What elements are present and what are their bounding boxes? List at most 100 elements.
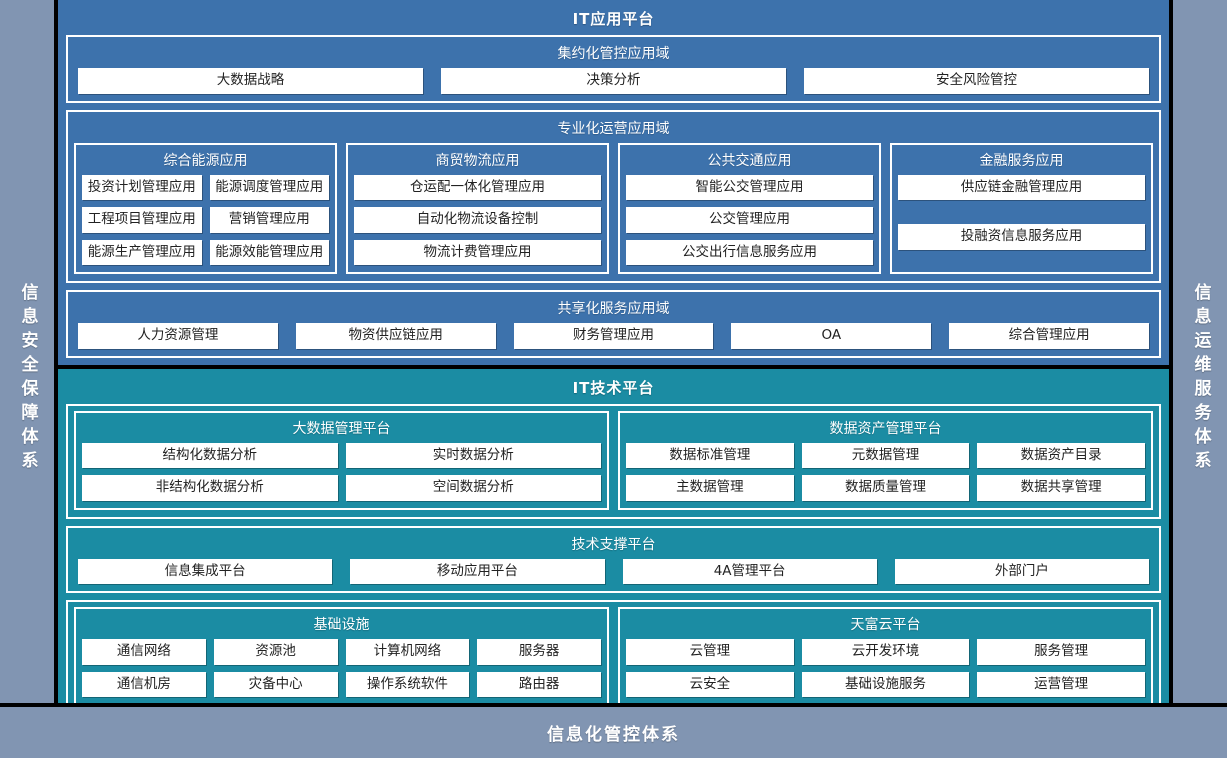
domain-panel-技术支撑平台: 技术支撑平台信息集成平台移动应用平台 4A管理平台外部门户 — [66, 525, 1161, 594]
group-商贸物流应用: 商贸物流应用仓运配一体化管理应用自动化物流设备控制物流计费管理应用 — [346, 142, 609, 275]
item-智能公交管理应用[interactable]: 智能公交管理应用 — [626, 174, 873, 201]
item-空间数据分析[interactable]: 空间数据分析 — [345, 475, 601, 501]
layer-it-technology-platform: IT技术平台 大数据管理平台结构化数据分析实时数据分析非结构化数据分析空间数据分… — [58, 364, 1169, 723]
group-row: 供应链金融管理应用 — [898, 174, 1145, 201]
group-row: 公交管理应用 — [626, 207, 873, 233]
group-row: 数据标准管理元数据管理数据资产目录 — [626, 442, 1146, 469]
group-row: 智能公交管理应用 — [626, 174, 873, 201]
domain-items: 人力资源管理物资供应链应用财务管理应用 OA 综合管理应用 — [74, 323, 1153, 349]
item-数据标准管理[interactable]: 数据标准管理 — [626, 442, 794, 469]
group-row: 投融资信息服务应用 — [898, 224, 1145, 250]
domain-title: 专业化运营应用域 — [557, 120, 670, 137]
group-row: 仓运配一体化管理应用 — [354, 174, 601, 201]
group-row: 投资计划管理应用能源调度管理应用 — [82, 174, 329, 201]
item-综合管理应用[interactable]: 综合管理应用 — [949, 323, 1149, 349]
domain-groups: 大数据管理平台结构化数据分析实时数据分析非结构化数据分析空间数据分析数据资产管理… — [74, 410, 1153, 510]
domain-panel-专业化运营应用域: 专业化运营应用域综合能源应用投资计划管理应用能源调度管理应用工程项目管理应用营销… — [66, 109, 1161, 284]
group-rows: 供应链金融管理应用投融资信息服务应用 — [898, 174, 1145, 250]
item-供应链金融管理应用[interactable]: 供应链金融管理应用 — [898, 174, 1145, 201]
left-rail-information-security: 信息安全保障体系 — [0, 0, 58, 758]
item-基础设施服务[interactable]: 基础设施服务 — [801, 671, 970, 698]
technology-layer-title: IT技术平台 — [572, 378, 655, 397]
item-服务器[interactable]: 服务器 — [477, 639, 601, 665]
item-仓运配一体化管理应用[interactable]: 仓运配一体化管理应用 — [354, 174, 601, 201]
domain-panel: 大数据管理平台结构化数据分析实时数据分析非结构化数据分析空间数据分析数据资产管理… — [66, 403, 1161, 519]
group-基础设施: 基础设施通信网络资源池计算机网络服务器通信机房灾备中心操作系统软件路由器 — [74, 607, 609, 707]
item-路由器[interactable]: 路由器 — [477, 671, 601, 698]
bottom-bar-label: 信息化管控体系 — [547, 725, 680, 745]
application-domains: 集约化管控应用域大数据战略决策分析安全风险管控专业化运营应用域综合能源应用投资计… — [58, 35, 1169, 358]
group-row: 结构化数据分析实时数据分析 — [82, 442, 601, 469]
item-4A管理平台[interactable]: 4A管理平台 — [622, 558, 877, 585]
group-综合能源应用: 综合能源应用投资计划管理应用能源调度管理应用工程项目管理应用营销管理应用能源生产… — [74, 142, 337, 275]
item-物资供应链应用[interactable]: 物资供应链应用 — [295, 323, 496, 349]
item-外部门户[interactable]: 外部门户 — [894, 558, 1149, 585]
group-row: 主数据管理数据质量管理数据共享管理 — [626, 475, 1146, 501]
group-rows: 仓运配一体化管理应用自动化物流设备控制物流计费管理应用 — [354, 174, 601, 266]
group-title: 综合能源应用 — [163, 152, 248, 169]
item-营销管理应用[interactable]: 营销管理应用 — [209, 207, 329, 233]
item-移动应用平台[interactable]: 移动应用平台 — [350, 558, 605, 585]
item-实时数据分析[interactable]: 实时数据分析 — [345, 442, 601, 469]
group-row: 工程项目管理应用营销管理应用 — [82, 207, 329, 233]
item-投资计划管理应用[interactable]: 投资计划管理应用 — [82, 174, 202, 201]
group-row: 云安全基础设施服务运营管理 — [626, 671, 1146, 698]
item-结构化数据分析[interactable]: 结构化数据分析 — [82, 442, 338, 469]
spacer — [898, 207, 1145, 217]
item-通信机房[interactable]: 通信机房 — [82, 671, 206, 698]
item-人力资源管理[interactable]: 人力资源管理 — [78, 323, 278, 349]
layer-it-application-platform: IT应用平台 集约化管控应用域大数据战略决策分析安全风险管控专业化运营应用域综合… — [58, 0, 1169, 365]
item-财务管理应用[interactable]: 财务管理应用 — [513, 323, 714, 349]
domain-groups: 综合能源应用投资计划管理应用能源调度管理应用工程项目管理应用营销管理应用能源生产… — [74, 142, 1153, 275]
item-OA[interactable]: OA — [731, 323, 932, 349]
item-工程项目管理应用[interactable]: 工程项目管理应用 — [82, 207, 202, 233]
right-rail-label: 信息运维服务体系 — [1190, 283, 1211, 475]
item-自动化物流设备控制[interactable]: 自动化物流设备控制 — [354, 207, 601, 233]
item-运营管理[interactable]: 运营管理 — [977, 671, 1146, 698]
item-大数据战略[interactable]: 大数据战略 — [78, 68, 423, 94]
item-灾备中心[interactable]: 灾备中心 — [213, 671, 338, 698]
item-能源效能管理应用[interactable]: 能源效能管理应用 — [209, 239, 329, 266]
domain-title: 集约化管控应用域 — [557, 46, 670, 62]
group-title: 商贸物流应用 — [435, 152, 520, 169]
item-非结构化数据分析[interactable]: 非结构化数据分析 — [82, 475, 338, 501]
item-云安全[interactable]: 云安全 — [626, 671, 794, 698]
item-服务管理[interactable]: 服务管理 — [977, 639, 1146, 665]
domain-items: 信息集成平台移动应用平台 4A管理平台外部门户 — [74, 558, 1153, 585]
item-计算机网络[interactable]: 计算机网络 — [345, 639, 470, 665]
group-rows: 云管理云开发环境服务管理云安全基础设施服务运营管理 — [626, 639, 1146, 698]
item-信息集成平台[interactable]: 信息集成平台 — [78, 558, 333, 585]
item-云开发环境[interactable]: 云开发环境 — [801, 639, 970, 665]
group-row: 公交出行信息服务应用 — [626, 239, 873, 266]
left-rail-label: 信息安全保障体系 — [17, 283, 38, 475]
item-元数据管理[interactable]: 元数据管理 — [801, 442, 970, 469]
group-row: 通信网络资源池计算机网络服务器 — [82, 639, 601, 665]
group-row: 物流计费管理应用 — [354, 239, 601, 266]
item-操作系统软件[interactable]: 操作系统软件 — [345, 671, 470, 698]
item-物流计费管理应用[interactable]: 物流计费管理应用 — [354, 239, 601, 266]
item-投融资信息服务应用[interactable]: 投融资信息服务应用 — [898, 224, 1145, 250]
item-资源池[interactable]: 资源池 — [213, 639, 338, 665]
item-能源调度管理应用[interactable]: 能源调度管理应用 — [209, 174, 329, 201]
item-数据共享管理[interactable]: 数据共享管理 — [977, 475, 1146, 501]
item-决策分析[interactable]: 决策分析 — [441, 68, 786, 94]
item-通信网络[interactable]: 通信网络 — [82, 639, 206, 665]
item-云管理[interactable]: 云管理 — [626, 639, 794, 665]
item-公交管理应用[interactable]: 公交管理应用 — [626, 207, 873, 233]
group-金融服务应用: 金融服务应用供应链金融管理应用投融资信息服务应用 — [890, 142, 1153, 275]
group-title: 金融服务应用 — [979, 152, 1064, 169]
item-数据资产目录[interactable]: 数据资产目录 — [977, 442, 1146, 469]
group-title: 大数据管理平台 — [292, 420, 391, 437]
domain-title: 技术支撑平台 — [571, 536, 656, 553]
item-主数据管理[interactable]: 主数据管理 — [626, 475, 794, 501]
group-rows: 投资计划管理应用能源调度管理应用工程项目管理应用营销管理应用能源生产管理应用能源… — [82, 174, 329, 266]
item-公交出行信息服务应用[interactable]: 公交出行信息服务应用 — [626, 239, 873, 266]
item-能源生产管理应用[interactable]: 能源生产管理应用 — [82, 239, 202, 266]
group-rows: 通信网络资源池计算机网络服务器通信机房灾备中心操作系统软件路由器 — [82, 639, 601, 698]
item-安全风险管控[interactable]: 安全风险管控 — [804, 68, 1149, 94]
group-数据资产管理平台: 数据资产管理平台数据标准管理元数据管理数据资产目录主数据管理数据质量管理数据共享… — [618, 410, 1153, 510]
group-row: 云管理云开发环境服务管理 — [626, 639, 1146, 665]
group-rows: 数据标准管理元数据管理数据资产目录主数据管理数据质量管理数据共享管理 — [626, 442, 1146, 501]
item-数据质量管理[interactable]: 数据质量管理 — [801, 475, 970, 501]
